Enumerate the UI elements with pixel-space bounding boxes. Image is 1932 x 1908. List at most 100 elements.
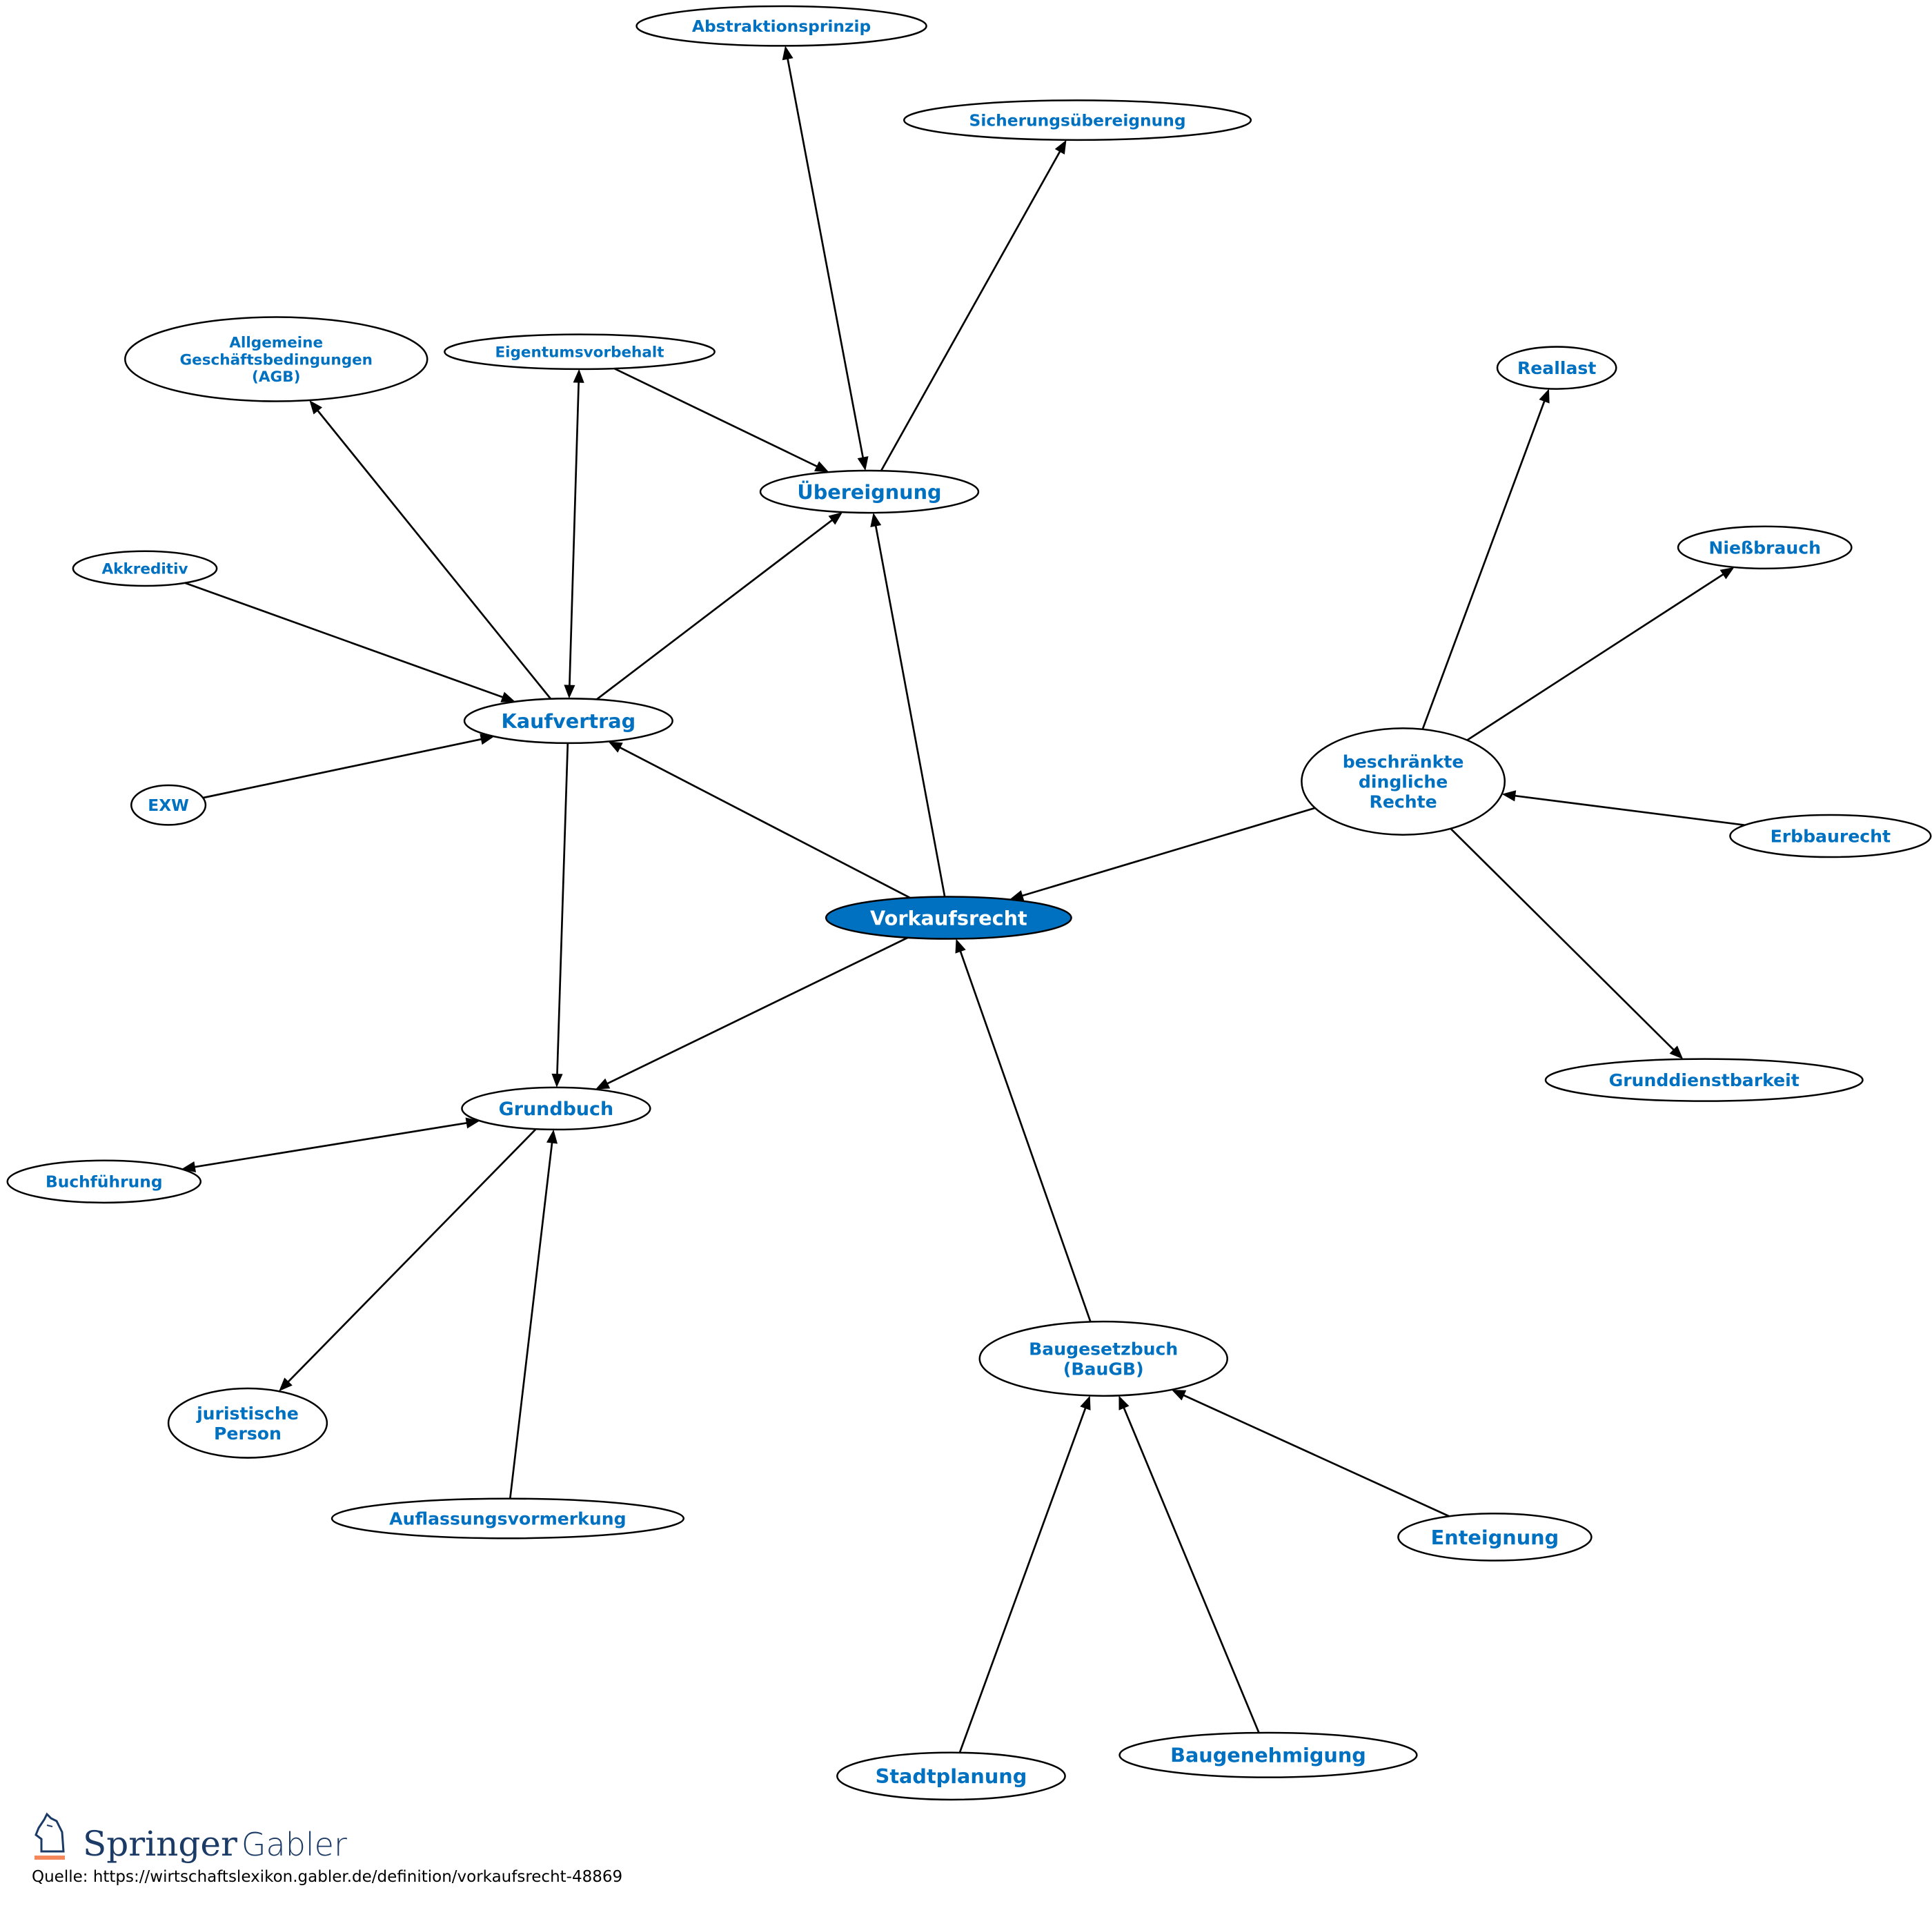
arrowhead: [551, 1073, 563, 1088]
arrowhead: [500, 691, 515, 702]
node-ellipse: [331, 1497, 685, 1540]
node-label: Baugesetzbuch: [1029, 1339, 1178, 1359]
edge-beschraenkte-vorkaufsrecht: [1009, 807, 1316, 901]
node-ellipse: [635, 5, 927, 47]
node-label: Übereignung: [797, 480, 941, 504]
node-reallast[interactable]: Reallast: [1496, 346, 1617, 390]
arrowhead: [1080, 1395, 1091, 1410]
node-ellipse: [444, 333, 716, 371]
node-label: Person: [214, 1424, 282, 1444]
edge-erbbaurecht-beschraenkte: [1501, 790, 1745, 827]
node-uebereignung[interactable]: Übereignung: [759, 469, 980, 514]
node-ellipse: [461, 1086, 651, 1131]
edge-exw-kaufvertrag: [202, 734, 495, 799]
node-enteignung[interactable]: Enteignung: [1397, 1513, 1593, 1562]
node-label: Nießbrauch: [1708, 538, 1821, 558]
edge-eigentum-uebereignung: [613, 367, 829, 473]
node-abstraktion[interactable]: Abstraktionsprinzip: [635, 5, 927, 47]
knight-horse-icon: [34, 1812, 65, 1860]
node-label: Vorkaufsrecht: [870, 906, 1027, 930]
edge-akkreditiv-kaufvertrag: [184, 582, 515, 702]
arrowhead: [546, 1129, 558, 1144]
source-link[interactable]: Quelle: https://wirtschaftslexikon.gable…: [32, 1868, 623, 1886]
node-stadtplanung[interactable]: Stadtplanung: [836, 1751, 1066, 1801]
node-ellipse: [825, 896, 1072, 940]
node-label: Eigentumsvorbehalt: [495, 344, 664, 361]
node-ellipse: [124, 316, 428, 402]
arrowhead: [1171, 1389, 1187, 1401]
arrowhead: [857, 456, 869, 471]
node-baugenehmigung[interactable]: Baugenehmigung: [1118, 1731, 1418, 1778]
node-label: Grundbuch: [499, 1099, 613, 1120]
node-label: EXW: [148, 796, 189, 815]
edge-kaufvertrag-agb: [309, 400, 552, 700]
node-sicherung[interactable]: Sicherungsübereignung: [903, 99, 1252, 141]
arrowhead: [955, 938, 966, 954]
arrowhead: [573, 368, 584, 383]
node-label: Enteignung: [1431, 1526, 1559, 1549]
node-ellipse: [167, 1387, 328, 1459]
arrowhead: [309, 400, 323, 415]
edge-vorkaufsrecht-uebereignung: [870, 513, 946, 897]
node-akkreditiv[interactable]: Akkreditiv: [72, 550, 218, 587]
node-label: (AGB): [252, 368, 300, 386]
node-ellipse: [463, 698, 673, 745]
node-ellipse: [1301, 727, 1506, 836]
arrowhead: [870, 513, 882, 527]
node-niessbrauch[interactable]: Nießbrauch: [1677, 525, 1853, 570]
node-label: Erbbaurecht: [1771, 827, 1891, 847]
node-erbbaurecht[interactable]: Erbbaurecht: [1729, 814, 1932, 858]
node-ellipse: [1544, 1058, 1864, 1102]
node-label: Geschäftsbedingungen: [179, 351, 373, 368]
node-buchfuehrung[interactable]: Buchführung: [6, 1159, 202, 1204]
node-auflassung[interactable]: Auflassungsvormerkung: [331, 1497, 685, 1540]
node-label: Stadtplanung: [876, 1764, 1027, 1788]
node-vorkaufsrecht[interactable]: Vorkaufsrecht: [825, 896, 1072, 940]
node-ellipse: [6, 1159, 202, 1204]
node-ellipse: [903, 99, 1252, 141]
node-ellipse: [978, 1320, 1228, 1397]
arrowhead: [814, 461, 829, 473]
node-exw[interactable]: EXW: [130, 784, 207, 826]
edge-vorkaufsrecht-kaufvertrag: [608, 741, 911, 899]
edge-uebereignung-sicherung: [880, 139, 1067, 471]
arrowhead: [1719, 567, 1735, 580]
arrowhead: [279, 1377, 293, 1392]
arrowhead: [1501, 790, 1517, 802]
node-ellipse: [1118, 1731, 1418, 1778]
arrowhead: [828, 512, 843, 525]
edge-grundbuch-juristische: [279, 1128, 537, 1392]
node-grunddienst[interactable]: Grunddienstbarkeit: [1544, 1058, 1864, 1102]
edge-stadtplanung-baugb: [958, 1395, 1091, 1753]
arrowhead: [1054, 139, 1067, 155]
arrowhead: [564, 685, 575, 699]
edge-baugenehmigung-baugb: [1118, 1395, 1260, 1733]
node-eigentum[interactable]: Eigentumsvorbehalt: [444, 333, 716, 371]
node-ellipse: [130, 784, 207, 826]
arrowhead: [1539, 389, 1550, 404]
node-kaufvertrag[interactable]: Kaufvertrag: [463, 698, 673, 745]
edge-kaufvertrag-uebereignung: [595, 512, 843, 700]
edge-enteignung-baugb: [1171, 1389, 1450, 1517]
logo-brand: Springer: [83, 1824, 237, 1864]
node-label: Reallast: [1517, 358, 1596, 378]
edge-kaufvertrag-grundbuch: [551, 742, 569, 1088]
arrowhead: [480, 734, 495, 745]
node-grundbuch[interactable]: Grundbuch: [461, 1086, 651, 1131]
node-label: Allgemeine: [229, 334, 323, 351]
edge-beschraenkte-grunddienst: [1450, 827, 1684, 1059]
node-ellipse: [72, 550, 218, 587]
node-label: Abstraktionsprinzip: [692, 17, 871, 36]
node-label: beschränkte: [1343, 752, 1464, 772]
edge-baugb-vorkaufsrecht: [955, 938, 1092, 1322]
node-baugb[interactable]: Baugesetzbuch(BauGB): [978, 1320, 1228, 1397]
edge-vorkaufsrecht-grundbuch: [595, 936, 909, 1090]
arrowhead: [595, 1078, 611, 1090]
arrowhead: [782, 46, 793, 61]
node-ellipse: [1677, 525, 1853, 570]
